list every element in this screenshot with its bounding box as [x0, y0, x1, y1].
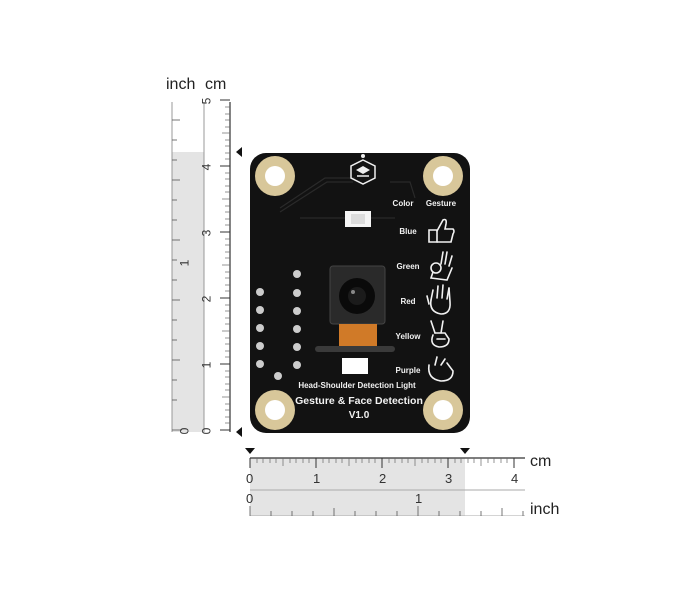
- detection-light-label: Head-Shoulder Detection Light: [298, 381, 416, 390]
- ruler-cm-label: 3: [199, 229, 214, 237]
- ruler-cm-label: 5: [199, 97, 214, 105]
- detection-light: [342, 358, 368, 374]
- mounting-hole: [423, 390, 463, 430]
- ruler-cm-label: 3: [445, 471, 453, 486]
- product-title: Gesture & Face Detection: [295, 395, 423, 407]
- ok-hand-icon: [429, 251, 453, 281]
- ruler-cm-label: 1: [313, 471, 321, 486]
- vertical-ruler-scale: [171, 99, 242, 437]
- mounting-hole: [255, 390, 295, 430]
- camera-module: [315, 265, 395, 352]
- ruler-unit-cm: cm: [205, 76, 227, 93]
- ruler-cm-label: 0: [246, 471, 254, 486]
- ruler-inch-label: 0: [177, 427, 192, 435]
- ruler-unit-inch: inch: [166, 76, 196, 93]
- ruler-unit-cm: cm: [530, 453, 552, 470]
- ruler-cm-label: 4: [511, 471, 519, 486]
- mounting-hole: [255, 156, 295, 196]
- color-label-blue: Blue: [399, 227, 417, 236]
- product-version: V1.0: [349, 410, 370, 421]
- thumbs-up-icon: [428, 218, 455, 243]
- horizontal-ruler-scale: [245, 448, 525, 516]
- ruler-inch-label: 1: [177, 259, 192, 267]
- color-label-purple: Purple: [396, 366, 421, 375]
- ruler-unit-inch: inch: [530, 501, 560, 518]
- color-header: Color: [393, 199, 414, 208]
- ruler-inch-label: 1: [415, 491, 423, 506]
- mounting-hole: [423, 156, 463, 196]
- ruler-cm-label: 4: [199, 163, 214, 171]
- color-label-yellow: Yellow: [396, 332, 422, 341]
- peace-sign-icon: [430, 320, 450, 348]
- ruler-inch-label: 0: [246, 491, 254, 506]
- brand-logo-icon: [350, 154, 376, 185]
- pin-header: [256, 270, 301, 380]
- open-palm-icon: [426, 284, 451, 315]
- gesture-header: Gesture: [426, 199, 457, 208]
- ruler-cm-label: 2: [379, 471, 387, 486]
- color-label-green: Green: [396, 262, 419, 271]
- ruler-cm-label: 0: [199, 427, 214, 435]
- detection-board: Color Gesture Blue Green Red Yellow Purp…: [250, 153, 470, 433]
- ruler-cm-label: 1: [199, 361, 214, 369]
- pinky-swear-icon: [427, 356, 454, 382]
- ruler-cm-label: 2: [199, 295, 214, 303]
- color-label-red: Red: [400, 297, 415, 306]
